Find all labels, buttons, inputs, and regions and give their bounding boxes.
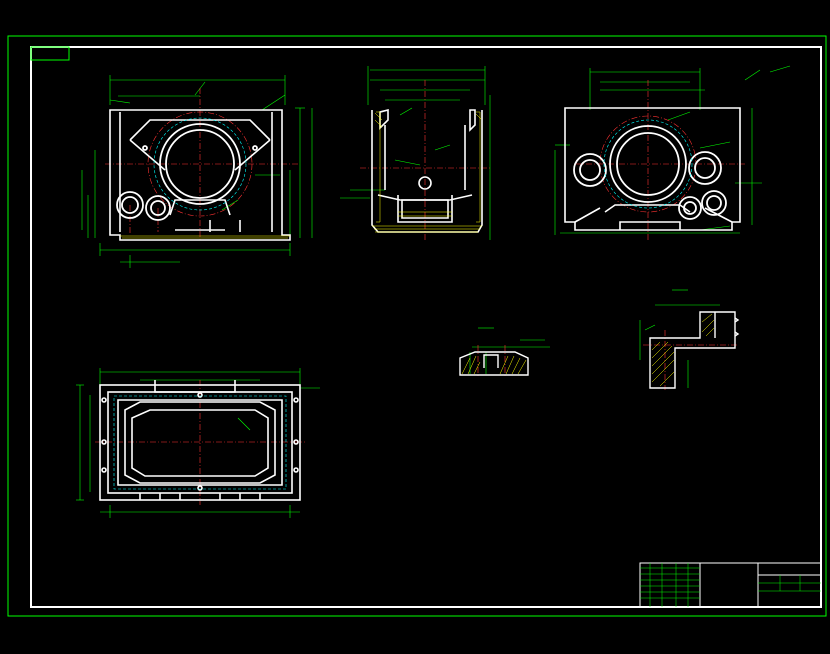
rear-view — [554, 65, 791, 240]
detail-section-c — [459, 327, 550, 378]
top-view — [76, 368, 320, 518]
side-section-view — [340, 66, 491, 240]
inner-border — [30, 46, 822, 608]
front-view — [81, 75, 313, 268]
detail-section-b — [639, 289, 740, 390]
outer-border — [7, 35, 827, 617]
drawing-number-box — [30, 46, 70, 61]
title-block — [639, 562, 822, 608]
